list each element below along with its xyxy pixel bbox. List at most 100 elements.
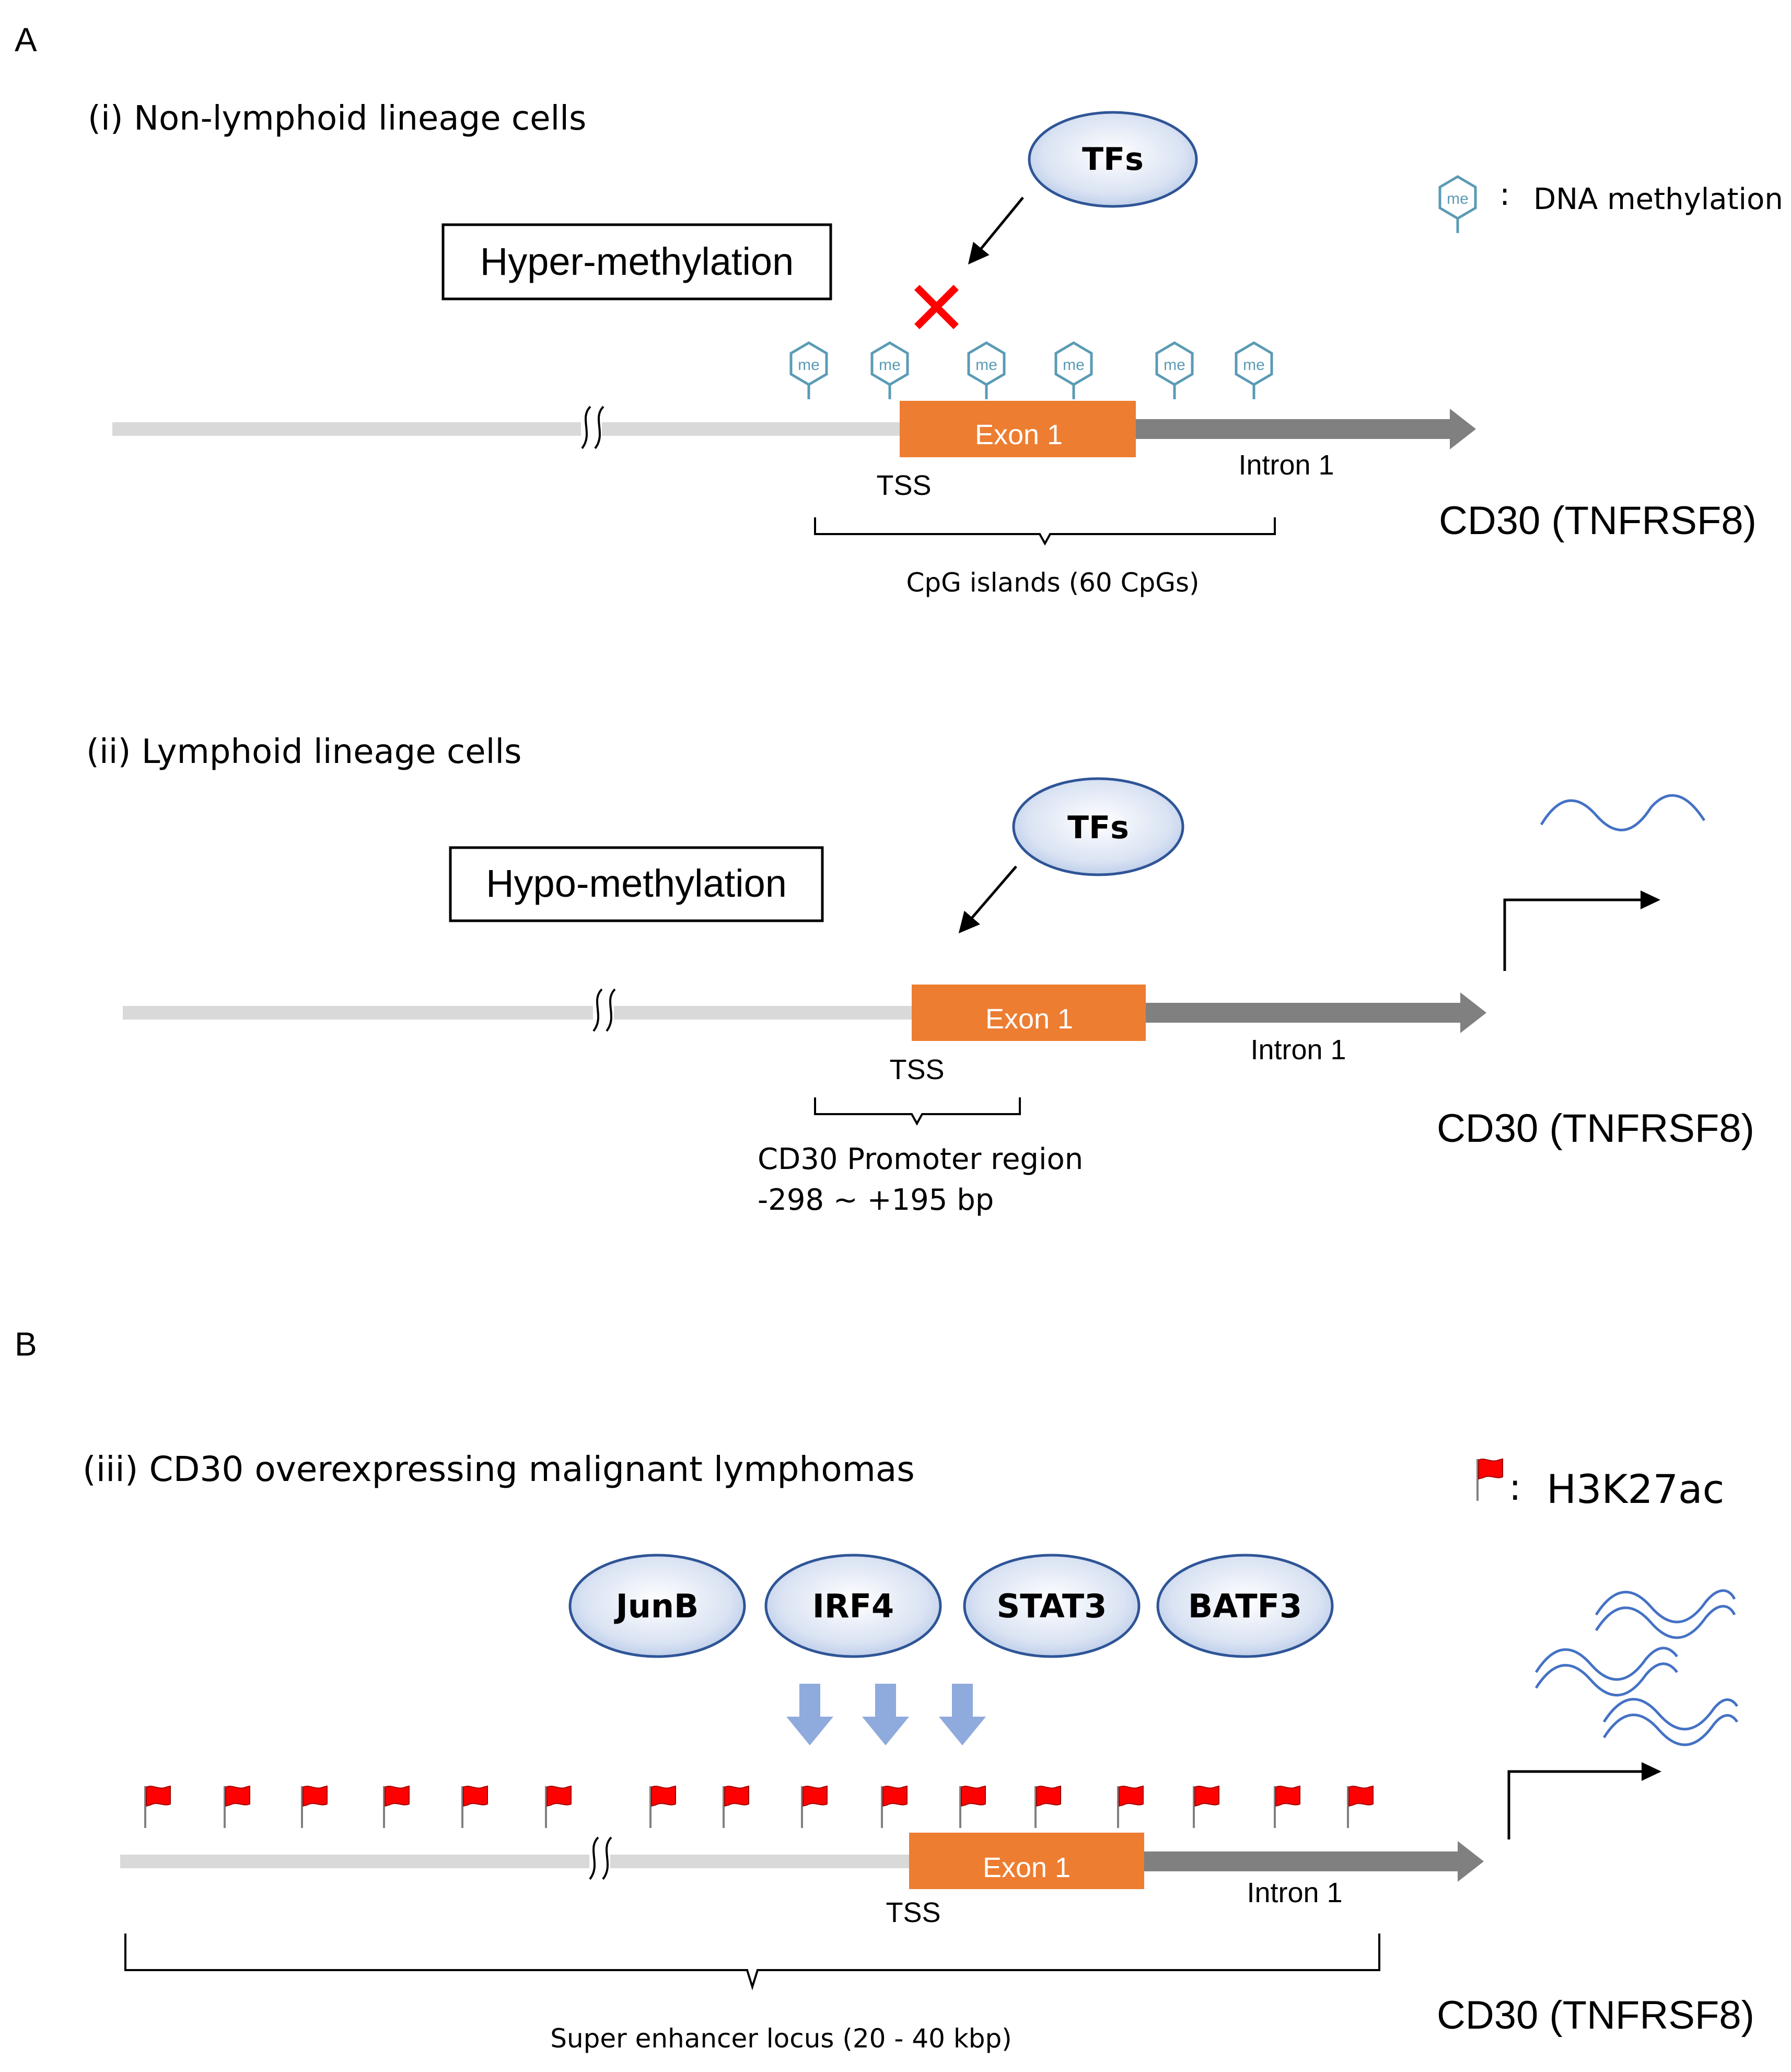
- flag-icon: [959, 1785, 986, 1829]
- transcription-arrow-head-iii: [1642, 1762, 1661, 1781]
- flag-icon: [881, 1785, 908, 1829]
- exon-label-i: Exon 1: [975, 419, 1063, 450]
- h3k27ac-legend-label: H3K27ac: [1546, 1466, 1724, 1512]
- gene-name-ii: CD30 (TNFRSF8): [1437, 1106, 1754, 1151]
- intron-line-i: [1134, 419, 1452, 439]
- methyl-icon: me: [791, 343, 827, 399]
- flag-icon: [1034, 1785, 1062, 1829]
- hyper-methylation-box: [441, 223, 832, 300]
- section-i-title: (i) Non-lymphoid lineage cells: [88, 99, 586, 138]
- methyl-icon: me: [1236, 343, 1272, 399]
- tf-arrow-i: [968, 196, 1024, 265]
- tf-arrow-ii: [958, 865, 1017, 934]
- tss-label-ii: TSS: [889, 1054, 944, 1085]
- flag-icon: [144, 1785, 171, 1829]
- break-symbol-iii: [589, 1833, 612, 1891]
- panel-label-a: A: [15, 21, 37, 59]
- mrna-wave-icon: [1540, 794, 1706, 831]
- hypo-methylation-label: Hypo-methylation: [486, 862, 787, 905]
- hyper-methylation-label: Hyper-methylation: [480, 240, 794, 283]
- flag-icon: [461, 1785, 489, 1829]
- flag-icon: [801, 1785, 828, 1829]
- svg-text:me: me: [1063, 356, 1085, 374]
- methyl-legend-colon: :: [1499, 176, 1510, 213]
- methylation-tags: me me me me me me: [791, 343, 1272, 399]
- blocked-x-icon: [914, 285, 959, 329]
- flag-icon: [224, 1785, 251, 1829]
- transcription-arrow-head-ii: [1641, 890, 1660, 909]
- binding-arrows: [786, 1684, 986, 1745]
- flag-icon: [1347, 1785, 1374, 1829]
- methyl-icon: me: [1056, 343, 1091, 399]
- section-ii: (ii) Lymphoid lineage cells Hypo-methyla…: [86, 733, 1754, 1217]
- factor-batf3: BATF3: [1156, 1554, 1334, 1658]
- super-enhancer-bracket: [124, 1934, 1380, 1990]
- super-enhancer-label: Super enhancer locus (20 - 40 kbp): [550, 2023, 1012, 2054]
- section-i: (i) Non-lymphoid lineage cells Hyper-met…: [88, 99, 1757, 598]
- tss-label-i: TSS: [876, 470, 931, 501]
- cpg-bracket: [814, 517, 1276, 546]
- svg-text:me: me: [975, 356, 997, 374]
- h3k27ac-flags: [144, 1785, 1374, 1829]
- section-iii-title: (iii) CD30 overexpressing malignant lymp…: [83, 1449, 915, 1489]
- tf-ellipse-ii: [1012, 777, 1184, 876]
- flag-icon: [723, 1785, 750, 1829]
- tf-ellipse-i: [1028, 111, 1198, 208]
- break-symbol-i: [581, 402, 604, 460]
- section-ii-title: (ii) Lymphoid lineage cells: [86, 733, 521, 771]
- promoter-label-line2: -298 ~ +195 bp: [758, 1183, 994, 1217]
- svg-text:me: me: [879, 356, 901, 374]
- exon-box-iii: [909, 1833, 1144, 1889]
- upstream-line-ii: [123, 1006, 917, 1020]
- upstream-line-iii: [120, 1855, 914, 1868]
- flag-legend-icon: [1476, 1458, 1504, 1502]
- mrna-waves-icon: [1534, 1589, 1739, 1746]
- methyl-icon: me: [969, 343, 1004, 399]
- factor-label: STAT3: [997, 1587, 1107, 1625]
- gene-arrow-head-iii: [1458, 1841, 1484, 1882]
- panel-label-b: B: [15, 1325, 37, 1363]
- intron-line-ii: [1144, 1003, 1463, 1023]
- methylation-legend: me : DNA methylation: [1440, 176, 1783, 233]
- intron-label-i: Intron 1: [1238, 449, 1334, 481]
- exon-box-ii: [912, 985, 1146, 1041]
- intron-label-iii: Intron 1: [1247, 1877, 1342, 1908]
- gene-name-iii: CD30 (TNFRSF8): [1437, 1993, 1754, 2038]
- promoter-bracket: [814, 1097, 1021, 1126]
- down-arrow-icon: [862, 1684, 909, 1745]
- gene-arrow-head-i: [1450, 409, 1476, 449]
- intron-line-iii: [1142, 1851, 1460, 1871]
- factor-junb: JunB: [568, 1554, 746, 1658]
- factor-ellipses: JunB IRF4 STAT3 BATF3: [568, 1554, 1334, 1658]
- hypo-methylation-box: [449, 846, 824, 922]
- break-symbol-ii: [592, 985, 616, 1043]
- methyl-icon: me: [1157, 343, 1192, 399]
- flag-icon: [383, 1785, 410, 1829]
- transcription-arrow-iii: [1507, 1770, 1642, 1839]
- gene-name-i: CD30 (TNFRSF8): [1439, 499, 1757, 543]
- factor-label: JunB: [614, 1587, 699, 1625]
- cpg-bracket-label: CpG islands (60 CpGs): [906, 568, 1199, 598]
- factor-label: BATF3: [1188, 1587, 1302, 1625]
- flag-icon: [1193, 1785, 1220, 1829]
- methyl-legend-label: DNA methylation: [1533, 182, 1783, 216]
- svg-text:me: me: [798, 356, 820, 374]
- factor-irf4: IRF4: [764, 1554, 942, 1658]
- flag-icon: [301, 1785, 328, 1829]
- promoter-label-line1: CD30 Promoter region: [758, 1142, 1083, 1176]
- factor-stat3: STAT3: [963, 1554, 1141, 1658]
- exon-label-iii: Exon 1: [983, 1852, 1071, 1883]
- intron-label-ii: Intron 1: [1250, 1034, 1346, 1066]
- flag-icon: [1274, 1785, 1301, 1829]
- methyl-legend-icon: me: [1440, 177, 1475, 233]
- flag-icon: [545, 1785, 572, 1829]
- factor-label: IRF4: [812, 1587, 894, 1625]
- h3k27ac-legend: : H3K27ac: [1476, 1458, 1724, 1512]
- flag-icon: [1117, 1785, 1144, 1829]
- flag-icon: [649, 1785, 677, 1829]
- tss-label-iii: TSS: [886, 1897, 940, 1928]
- exon-box-i: [900, 401, 1136, 457]
- exon-label-ii: Exon 1: [985, 1003, 1073, 1035]
- tf-label-ii: TFs: [1067, 809, 1129, 846]
